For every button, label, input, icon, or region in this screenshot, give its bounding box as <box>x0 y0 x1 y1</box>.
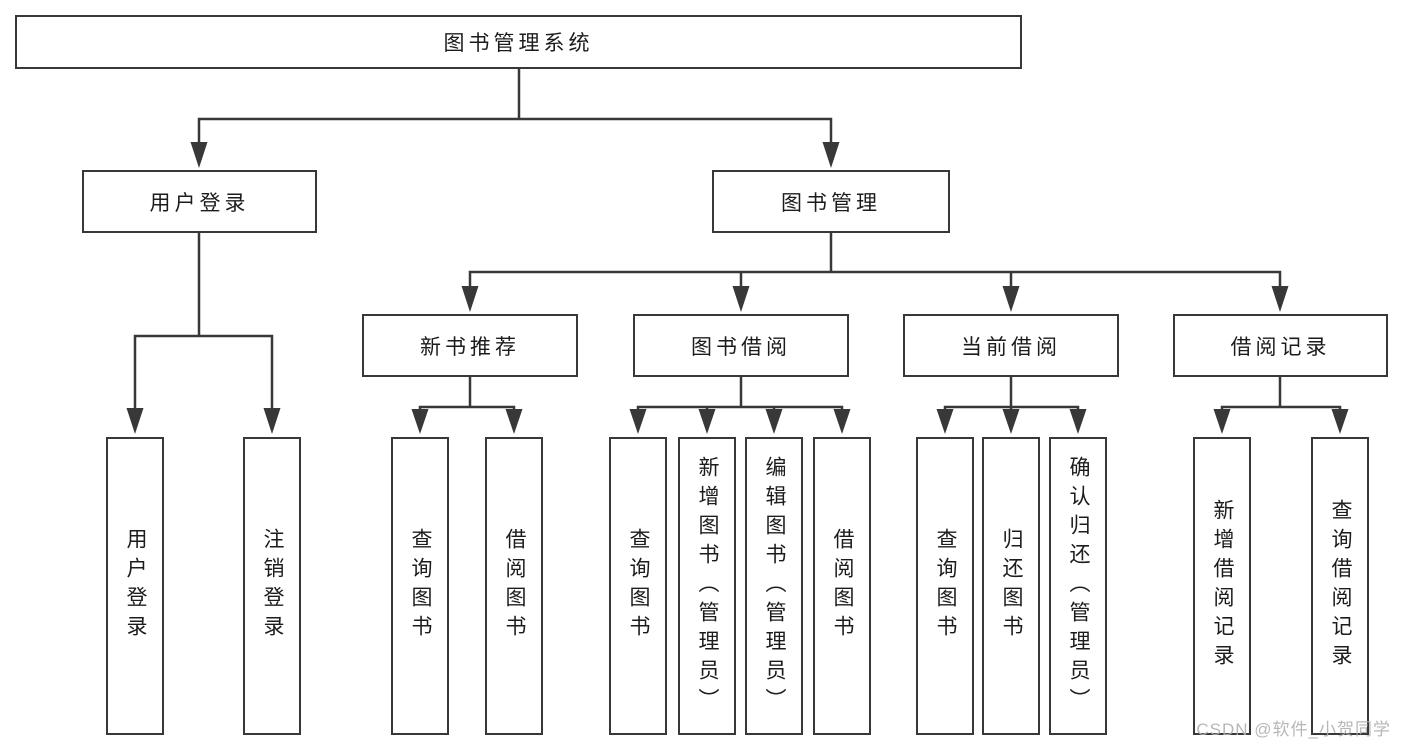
arrowhead <box>263 408 281 434</box>
node-user-login: 用户登录 <box>82 170 317 233</box>
node-library-management-system: 图书管理系统 <box>15 15 1022 69</box>
leaf-user-login: 用户登录 <box>106 437 164 735</box>
leaf-query-books-new-book: 查询图书 <box>391 437 449 735</box>
leaf-borrow-books-borrowing: 借阅图书 <box>813 437 871 735</box>
connector-level3-bracket <box>468 270 1282 288</box>
csdn-watermark: CSDN @软件_小贺同学 <box>1196 720 1391 739</box>
arrowhead <box>833 409 851 434</box>
leaf-query-borrowing-record: 查询借阅记录 <box>1311 437 1369 735</box>
arrowhead <box>190 142 208 168</box>
node-borrowing-records: 借阅记录 <box>1173 314 1388 377</box>
leaf-logout: 注销登录 <box>243 437 301 735</box>
arrowhead <box>1002 409 1020 434</box>
arrowhead <box>732 286 750 312</box>
arrowhead <box>1002 286 1020 312</box>
leaf-borrow-books-new-book: 借阅图书 <box>485 437 543 735</box>
node-new-book-recommendation: 新书推荐 <box>362 314 578 377</box>
arrowhead <box>936 409 954 434</box>
connector-user-login-bracket <box>133 334 274 410</box>
leaf-query-books-current: 查询图书 <box>916 437 974 735</box>
leaf-return-books: 归还图书 <box>982 437 1040 735</box>
arrowhead <box>411 409 429 434</box>
node-book-borrowing: 图书借阅 <box>633 314 849 377</box>
arrowhead <box>822 142 840 168</box>
leaf-confirm-return-admin: 确认归还（管理员） <box>1049 437 1107 735</box>
arrowhead <box>629 409 647 434</box>
connector-borrow-record-bracket <box>1220 405 1342 411</box>
node-current-borrowing: 当前借阅 <box>903 314 1119 377</box>
node-book-management: 图书管理 <box>712 170 950 233</box>
arrowheads <box>126 142 1349 434</box>
leaf-edit-book-admin: 编辑图书（管理员） <box>745 437 803 735</box>
arrowhead <box>1331 409 1349 434</box>
connector-book-borrow-bracket <box>636 405 844 411</box>
leaf-add-book-admin: 新增图书（管理员） <box>678 437 736 735</box>
connector-new-book-bracket <box>418 405 516 411</box>
leaf-add-borrowing-record: 新增借阅记录 <box>1193 437 1251 735</box>
arrowhead <box>765 409 783 434</box>
arrowhead <box>126 408 144 434</box>
leaf-query-books-borrowing: 查询图书 <box>609 437 667 735</box>
arrowhead <box>1213 409 1231 434</box>
arrowhead <box>1271 286 1289 312</box>
arrowhead <box>461 286 479 312</box>
connector-level2-bracket <box>197 117 833 144</box>
arrowhead <box>1069 409 1087 434</box>
arrowhead <box>698 409 716 434</box>
arrowhead <box>505 409 523 434</box>
